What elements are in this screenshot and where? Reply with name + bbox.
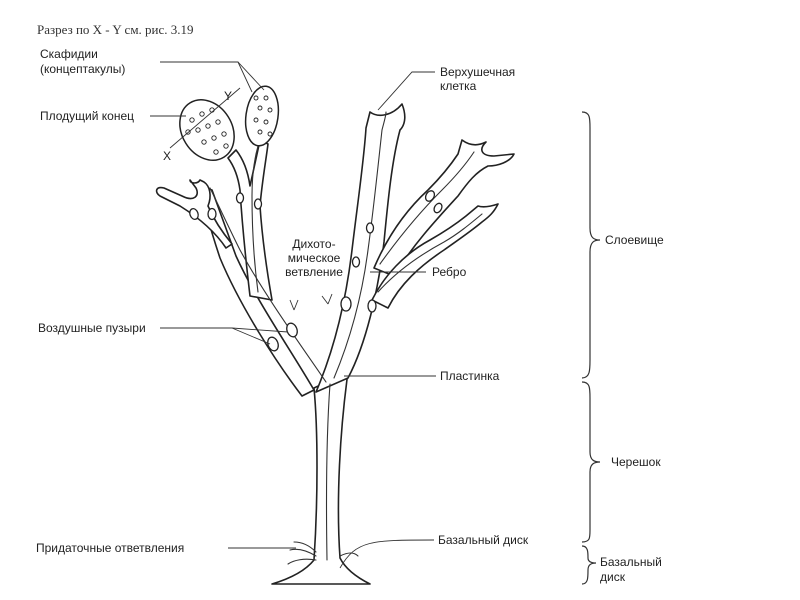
region-braces [581,111,601,585]
brace-stipe [581,381,601,543]
brace-thallus [581,111,601,379]
region-thallus: Слоевище [605,233,664,247]
fucus-thallus [155,85,515,585]
label-apical-cell-sub: клетка [440,79,477,93]
label-fertile-end: Плодущий конец [40,109,134,123]
label-blade: Пластинка [440,369,500,383]
label-apical-cell: Верхушечная [440,65,515,79]
axis-y-label: Y [224,89,232,103]
adventitious-branches [287,541,359,565]
region-basal-disc: Базальный [600,555,662,569]
midrib-right [333,111,387,379]
label-dichotomous-2: мическое [288,251,341,265]
label-basal-disc: Базальный диск [438,533,529,547]
label-air-bladders: Воздушные пузыри [38,321,146,335]
receptacle-right [244,85,280,147]
leader-lines [150,61,436,569]
stipe-and-basal-disc [271,371,371,585]
label-adventitious: Придаточные ответвления [36,541,184,555]
air-bladders [189,190,443,352]
midrib-fertile [251,145,259,293]
receptacle-left [179,99,235,161]
midrib-right-upper [379,151,475,265]
axis-x-label: X [163,149,171,163]
region-stipe: Черешок [611,455,661,469]
region-basal-disc-sub: диск [600,570,626,584]
label-scaphidia-sub: (концептакулы) [40,62,125,76]
brace-basal-disc [581,545,597,585]
midrib-right-lower [377,213,483,293]
right-sub-branch-lower [371,203,499,309]
label-dichotomous-3: ветвление [285,265,343,279]
label-midrib: Ребро [432,265,467,279]
midrib-left [209,187,327,383]
section-note: Разрез по X - Y см. рис. 3.19 [37,22,194,37]
label-dichotomous-1: Дихото- [292,237,335,251]
right-sub-branch-upper [373,139,515,277]
label-scaphidia: Скафидии [40,47,98,61]
receptacle-dots [185,95,273,155]
midrib-stipe [325,383,331,561]
